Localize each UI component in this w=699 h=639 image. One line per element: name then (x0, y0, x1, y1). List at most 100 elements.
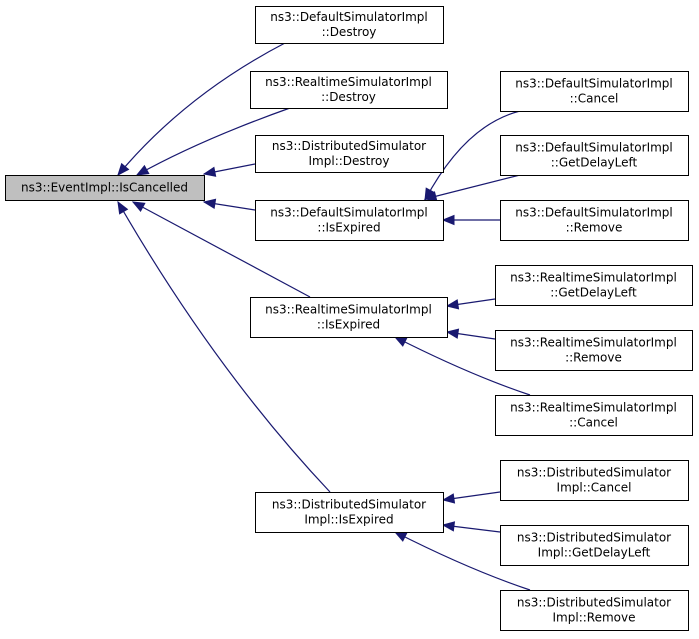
edges-layer (117, 42, 531, 591)
node-box (255, 6, 444, 44)
arrowhead (135, 164, 150, 176)
node-label-line: ns3::DefaultSimulatorImpl (515, 141, 673, 155)
node-box (255, 135, 444, 173)
node-label-line: ::IsExpired (317, 221, 380, 235)
edge-line (424, 174, 521, 200)
node-label-line: ::Remove (566, 221, 623, 235)
node-label-line: ::GetDelayLeft (551, 156, 638, 170)
node-label-line: ns3::DistributedSimulator (517, 596, 671, 610)
arrowhead (117, 200, 129, 215)
edge-rtRemove-to-rtIsExpired (445, 328, 496, 340)
arrowhead (441, 521, 456, 532)
node-label-line: Impl::Cancel (557, 481, 632, 495)
node-box (255, 200, 444, 241)
node-label-line: ns3::EventImpl::IsCancelled (21, 181, 188, 195)
node-defDestroy[interactable]: ns3::DefaultSimulatorImpl::Destroy (255, 6, 444, 44)
node-box (495, 330, 693, 371)
edge-defRemove-to-defIsExpired (441, 214, 500, 226)
edge-line (136, 107, 291, 176)
node-box (500, 525, 689, 566)
node-box (500, 135, 689, 176)
nodes-layer: ns3::EventImpl::IsCancelledns3::DefaultS… (5, 6, 693, 631)
node-label-line: Impl::Destroy (309, 154, 390, 168)
node-label-line: ::Cancel (569, 416, 618, 430)
node-label-line: Impl::GetDelayLeft (538, 546, 651, 560)
node-label-line: ::GetDelayLeft (550, 286, 637, 300)
node-box (250, 71, 448, 109)
node-label-line: ns3::RealtimeSimulatorImpl (510, 271, 677, 285)
node-label-line: ns3::DefaultSimulatorImpl (270, 206, 428, 220)
node-label-line: ns3::DefaultSimulatorImpl (270, 10, 428, 24)
node-isCancelled[interactable]: ns3::EventImpl::IsCancelled (5, 175, 205, 201)
edge-line (424, 110, 521, 201)
node-label-line: ns3::DistributedSimulator (517, 466, 671, 480)
arrowhead (117, 162, 130, 177)
arrowhead (423, 191, 438, 202)
node-box (500, 590, 689, 631)
node-label-line: ns3::RealtimeSimulatorImpl (510, 336, 677, 350)
arrowhead (445, 299, 460, 310)
node-label-line: ns3::DistributedSimulator (272, 139, 426, 153)
edge-line (394, 531, 531, 591)
node-rtIsExpired[interactable]: ns3::RealtimeSimulatorImpl::IsExpired (250, 297, 448, 338)
root-node-box (5, 175, 205, 201)
edge-defDestroy-to-isCancelled (117, 42, 286, 177)
edge-line (132, 201, 311, 298)
arrowhead (202, 166, 217, 177)
node-rtRemove[interactable]: ns3::RealtimeSimulatorImpl::Remove (495, 330, 693, 371)
edge-rtGetDelay-to-rtIsExpired (445, 298, 496, 310)
arrowhead (445, 328, 460, 339)
node-label-line: ::Cancel (570, 92, 619, 106)
node-label-line: ns3::DefaultSimulatorImpl (515, 77, 673, 91)
node-defGetDelay[interactable]: ns3::DefaultSimulatorImpl::GetDelayLeft (500, 135, 689, 176)
node-box (495, 395, 693, 436)
node-label-line: ::IsExpired (317, 318, 380, 332)
arrowhead (202, 198, 217, 209)
edge-distIsExpired-to-isCancelled (117, 200, 331, 493)
node-label-line: ns3::RealtimeSimulatorImpl (265, 303, 432, 317)
node-rtCancel[interactable]: ns3::RealtimeSimulatorImpl::Cancel (495, 395, 693, 436)
node-rtGetDelay[interactable]: ns3::RealtimeSimulatorImpl::GetDelayLeft (495, 265, 693, 306)
node-defIsExpired[interactable]: ns3::DefaultSimulatorImpl::IsExpired (255, 200, 444, 241)
edge-line (117, 42, 286, 176)
node-box (255, 492, 444, 533)
edge-defIsExpired-to-isCancelled (202, 198, 256, 211)
node-defCancel[interactable]: ns3::DefaultSimulatorImpl::Cancel (500, 71, 689, 112)
node-label-line: ns3::DistributedSimulator (517, 531, 671, 545)
node-label-line: ns3::RealtimeSimulatorImpl (510, 401, 677, 415)
node-box (250, 297, 448, 338)
arrowhead (393, 531, 408, 542)
edge-rtDestroy-to-isCancelled (135, 107, 291, 176)
edge-defGetDelay-to-defIsExpired (423, 174, 521, 202)
edge-rtCancel-to-rtIsExpired (393, 336, 531, 396)
arrowhead (441, 493, 456, 504)
node-rtDestroy[interactable]: ns3::RealtimeSimulatorImpl::Destroy (250, 71, 448, 109)
arrowhead (393, 336, 408, 347)
node-defRemove[interactable]: ns3::DefaultSimulatorImpl::Remove (500, 200, 689, 241)
edge-line (394, 336, 531, 396)
edge-distCancel-to-distIsExpired (441, 491, 501, 504)
arrowhead (441, 214, 455, 226)
node-box (495, 265, 693, 306)
node-label-line: ns3::RealtimeSimulatorImpl (265, 75, 432, 89)
node-label-line: Impl::Remove (553, 611, 636, 625)
node-label-line: ::Destroy (322, 25, 377, 39)
edge-distDestroy-to-isCancelled (202, 163, 256, 177)
edge-distGetDelay-to-distIsExpired (441, 521, 501, 533)
node-label-line: ns3::DistributedSimulator (272, 498, 426, 512)
edge-rtIsExpired-to-isCancelled (131, 201, 311, 298)
arrowhead (131, 201, 146, 213)
node-label-line: Impl::IsExpired (304, 513, 393, 527)
node-box (500, 200, 689, 241)
node-box (500, 460, 689, 501)
node-box (500, 71, 689, 112)
node-label-line: ::Destroy (321, 90, 376, 104)
node-distGetDelay[interactable]: ns3::DistributedSimulatorImpl::GetDelayL… (500, 525, 689, 566)
edge-line (117, 201, 331, 493)
node-label-line: ns3::DefaultSimulatorImpl (515, 206, 673, 220)
